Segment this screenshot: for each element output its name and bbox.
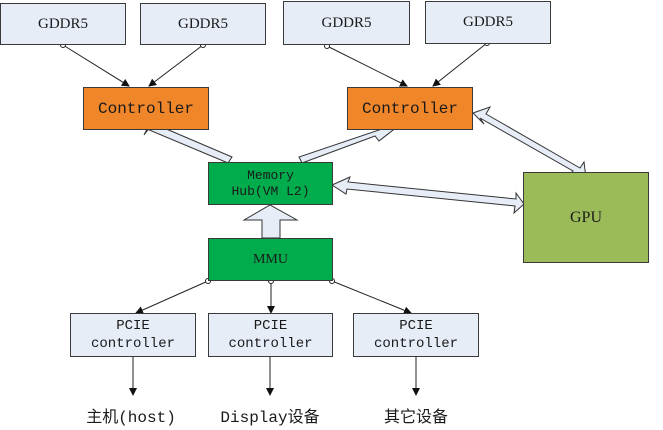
connector-line bbox=[62, 44, 130, 87]
memory-controller-right: Controller bbox=[347, 87, 473, 130]
memory-hub-label-line1: Memory bbox=[247, 167, 294, 183]
memory-controller-left: Controller bbox=[83, 87, 209, 130]
endpoint-host-label: 主机(host) bbox=[86, 409, 176, 427]
pcie-controller-display: PCIE controller bbox=[208, 313, 333, 357]
memory-hub-label-line2: Hub(VM L2) bbox=[231, 183, 310, 199]
gddr5-label: GDDR5 bbox=[37, 15, 88, 32]
pcie-controller-other: PCIE controller bbox=[353, 313, 479, 357]
gddr5-memory-3: GDDR5 bbox=[283, 1, 410, 45]
connector-line bbox=[148, 44, 204, 87]
gpu: GPU bbox=[523, 172, 649, 263]
block-arrow-mmu-to-hub bbox=[242, 204, 299, 239]
gddr5-memory-2: GDDR5 bbox=[140, 3, 266, 45]
gddr5-label: GDDR5 bbox=[177, 15, 228, 32]
pcie-label-line1: PCIE bbox=[253, 318, 288, 334]
gddr5-label: GDDR5 bbox=[321, 14, 372, 31]
pcie-controller-host: PCIE controller bbox=[70, 313, 196, 357]
gddr5-label: GDDR5 bbox=[462, 14, 513, 30]
connector-line bbox=[331, 280, 412, 315]
pcie-label-line2: controller bbox=[90, 336, 175, 352]
block-arrow-controller-gpu bbox=[472, 106, 587, 179]
connector-line bbox=[432, 42, 488, 87]
controller-label: Controller bbox=[97, 99, 194, 118]
mmu: MMU bbox=[208, 238, 333, 281]
endpoint-display-label: Display设备 bbox=[220, 409, 320, 427]
memory-hub: Memory Hub(VM L2) bbox=[208, 162, 333, 205]
controller-label: Controller bbox=[361, 99, 458, 118]
pcie-label-line1: PCIE bbox=[116, 318, 150, 334]
pcie-label-line2: controller bbox=[228, 336, 313, 352]
block-arrow-hub-gpu bbox=[330, 176, 525, 215]
mmu-label: MMU bbox=[252, 251, 288, 267]
connector-line bbox=[135, 280, 209, 314]
gddr5-memory-4: GDDR5 bbox=[425, 1, 551, 44]
pcie-label-line1: PCIE bbox=[399, 318, 433, 334]
endpoint-other-label: 其它设备 bbox=[383, 409, 449, 427]
connector-line bbox=[326, 45, 408, 87]
pcie-label-line2: controller bbox=[373, 336, 458, 352]
gpu-label: GPU bbox=[569, 208, 602, 226]
gddr5-memory-1: GDDR5 bbox=[0, 3, 126, 45]
